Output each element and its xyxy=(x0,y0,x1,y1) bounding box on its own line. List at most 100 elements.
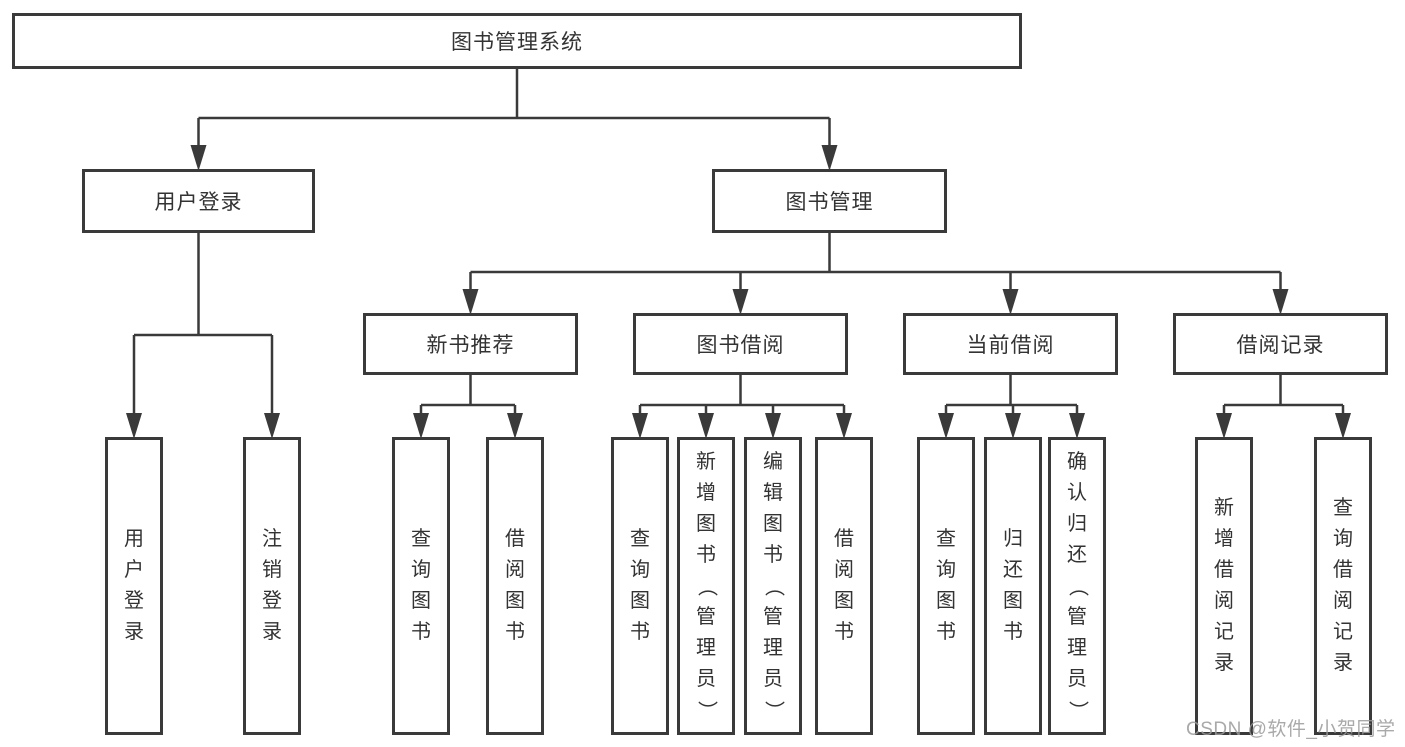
node-leaf-return-books: 归还图书 xyxy=(984,437,1042,735)
node-label-char: 书 xyxy=(936,621,956,643)
node-label-char: 询 xyxy=(936,559,956,581)
node-borrow-records: 借阅记录 xyxy=(1173,313,1388,375)
node-book-borrow: 图书借阅 xyxy=(633,313,848,375)
node-leaf-add-borrow-rec: 新增借阅记录 xyxy=(1195,437,1253,735)
node-label: 图书管理系统 xyxy=(451,31,583,54)
node-label-char: 书 xyxy=(834,621,854,643)
arrowhead-icon xyxy=(765,413,781,439)
node-label: 图书管理 xyxy=(785,191,874,214)
edge-line xyxy=(132,233,274,419)
edge-current-borrow xyxy=(938,375,1085,439)
node-label-char: 查 xyxy=(630,528,650,550)
node-leaf-query-books-borrow: 查询图书 xyxy=(611,437,669,735)
node-label-char: 阅 xyxy=(1333,590,1353,612)
node-new-book-rec: 新书推荐 xyxy=(363,313,578,375)
node-label-char: 户 xyxy=(124,559,144,581)
node-leaf-user-login: 用户登录 xyxy=(105,437,163,735)
arrowhead-icon xyxy=(1069,413,1085,439)
node-label-char: 借 xyxy=(1333,559,1353,581)
edge-new-book-rec xyxy=(413,375,523,439)
edge-line xyxy=(638,375,846,419)
arrowhead-icon xyxy=(836,413,852,439)
node-current-borrow: 当前借阅 xyxy=(903,313,1118,375)
node-leaf-borrow-books: 借阅图书 xyxy=(815,437,873,735)
node-label-char: 书 xyxy=(1003,621,1023,643)
node-label-char: 录 xyxy=(1214,652,1234,674)
node-label-char: 登 xyxy=(262,590,282,612)
node-label-char: 书 xyxy=(763,543,783,566)
node-label-char: 增 xyxy=(1214,528,1234,550)
node-label-char: 借 xyxy=(834,528,854,550)
node-label-char: 询 xyxy=(1333,528,1353,550)
node-label-char: （ xyxy=(1066,576,1089,596)
node-label-char: 注 xyxy=(262,528,282,550)
edge-root xyxy=(190,69,838,171)
arrowhead-icon xyxy=(413,413,429,439)
arrowhead-icon xyxy=(938,413,954,439)
node-leaf-query-borrow-rec: 查询借阅记录 xyxy=(1314,437,1372,735)
node-label-char: 登 xyxy=(124,590,144,612)
arrowhead-icon xyxy=(698,413,714,439)
arrowhead-icon xyxy=(1005,413,1021,439)
node-label-char: 书 xyxy=(505,621,525,643)
arrowhead-icon xyxy=(507,413,523,439)
node-label-char: 销 xyxy=(262,559,282,581)
node-label-char: 员 xyxy=(763,667,783,690)
edge-borrow-records xyxy=(1216,375,1351,439)
node-label-char: 查 xyxy=(936,528,956,550)
node-label-char: （ xyxy=(695,576,718,596)
edge-line xyxy=(944,375,1079,419)
node-label-char: 图 xyxy=(763,512,783,535)
node-label-char: ） xyxy=(1066,700,1089,720)
arrowhead-icon xyxy=(190,145,207,171)
node-label-char: 图 xyxy=(1003,590,1023,612)
node-label-char: 书 xyxy=(411,621,431,643)
node-label-char: 录 xyxy=(1333,652,1353,674)
node-label-char: 管 xyxy=(763,605,783,628)
node-label-char: 理 xyxy=(696,636,716,659)
node-label-char: 记 xyxy=(1333,621,1353,643)
node-label-char: 新 xyxy=(696,450,716,473)
node-leaf-query-books-rec: 查询图书 xyxy=(392,437,450,735)
node-label-char: 询 xyxy=(630,559,650,581)
arrowhead-icon xyxy=(1216,413,1232,439)
node-label-char: 询 xyxy=(411,559,431,581)
node-label-char: 归 xyxy=(1067,512,1087,535)
node-label-char: ） xyxy=(695,700,718,720)
node-leaf-query-books-cur: 查询图书 xyxy=(917,437,975,735)
arrowhead-icon xyxy=(632,413,648,439)
arrowhead-icon xyxy=(1002,289,1019,315)
node-label-char: 阅 xyxy=(1214,590,1234,612)
edge-line xyxy=(419,375,517,419)
node-label-char: 图 xyxy=(630,590,650,612)
node-label-char: 图 xyxy=(696,512,716,535)
arrowhead-icon xyxy=(1335,413,1351,439)
node-label-char: 管 xyxy=(1067,605,1087,628)
edge-line xyxy=(1222,375,1345,419)
node-label-char: （ xyxy=(762,576,785,596)
node-label-char: 图 xyxy=(834,590,854,612)
node-label-char: 图 xyxy=(505,590,525,612)
node-label: 当前借阅 xyxy=(966,334,1055,357)
node-label: 新书推荐 xyxy=(426,334,515,357)
node-label-char: 还 xyxy=(1067,543,1087,566)
node-label-char: 归 xyxy=(1003,528,1023,550)
node-label-char: 查 xyxy=(1333,497,1353,519)
node-label-char: 新 xyxy=(1214,497,1234,519)
edge-user-login xyxy=(126,233,280,439)
arrowhead-icon xyxy=(264,413,280,439)
node-leaf-edit-books: 编辑图书（管理员） xyxy=(744,437,802,735)
node-label-char: 阅 xyxy=(834,559,854,581)
node-label-char: 录 xyxy=(262,621,282,643)
edge-line xyxy=(469,233,1282,295)
node-label-char: 借 xyxy=(505,528,525,550)
node-label-char: 图 xyxy=(411,590,431,612)
node-leaf-add-books: 新增图书（管理员） xyxy=(677,437,735,735)
node-label-char: 员 xyxy=(1067,667,1087,690)
node-label-char: 录 xyxy=(124,621,144,643)
node-leaf-confirm-return: 确认归还（管理员） xyxy=(1048,437,1106,735)
node-label-char: 用 xyxy=(124,528,144,550)
node-label-char: 记 xyxy=(1214,621,1234,643)
